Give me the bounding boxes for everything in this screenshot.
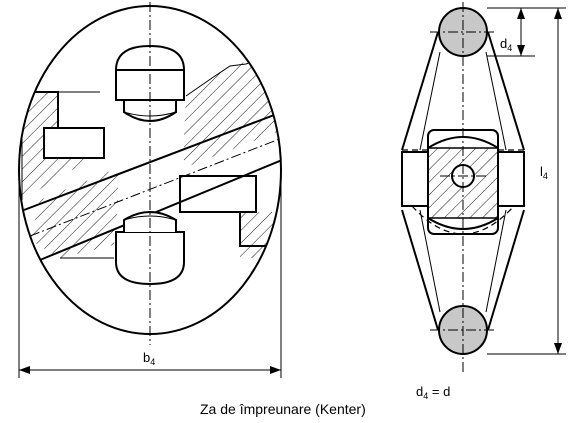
d4-label: d4: [500, 36, 512, 53]
right-lower-block: [179, 175, 257, 213]
section-view: b4: [18, 2, 282, 378]
figure-caption: Za de împreunare (Kenter): [200, 401, 366, 417]
side-view: d4 l4 d4 = d: [401, 2, 566, 401]
hatch-upper-right-region: [184, 58, 281, 168]
l4-label: l4: [540, 164, 548, 181]
hatch-lower-left-region: [30, 168, 118, 258]
b4-dimension: b4: [18, 170, 282, 378]
upper-pin: [115, 44, 185, 122]
l4-dimension: l4: [487, 7, 566, 355]
left-upper-block: [43, 127, 105, 159]
side-body-outline: [401, 31, 525, 331]
d4-equals-d-label: d4 = d: [416, 384, 450, 401]
b4-label: b4: [143, 350, 155, 367]
d4-dimension: d4: [487, 7, 535, 57]
